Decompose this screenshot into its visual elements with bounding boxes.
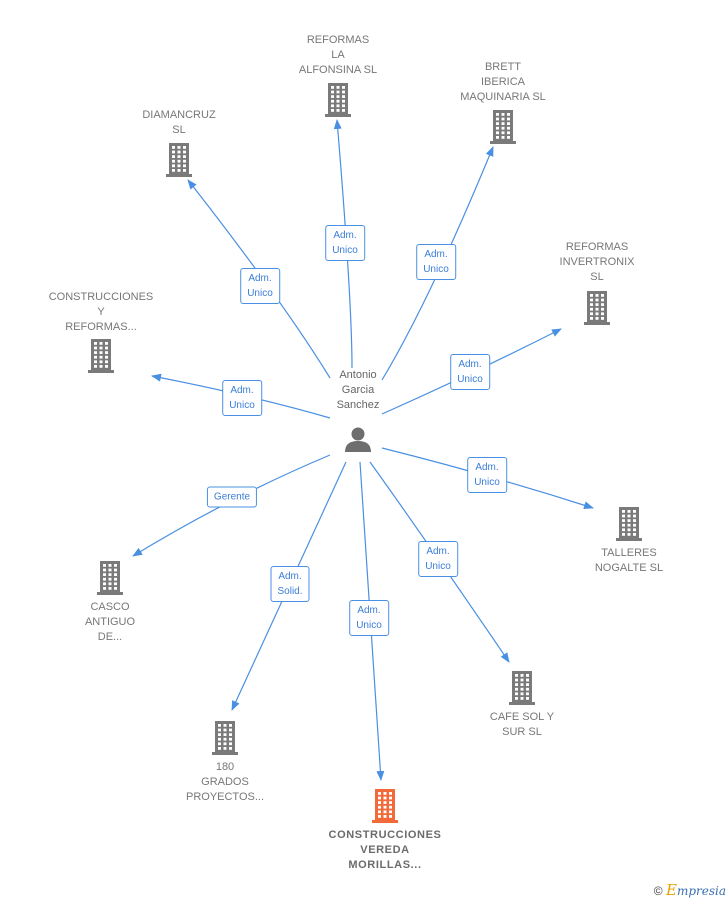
- person-name-label: Antonio Garcia Sanchez: [336, 369, 380, 411]
- company-label-cafe-sol-y-sur[interactable]: CAFE SOL Y SUR SL: [489, 711, 555, 738]
- company-label-180-grados[interactable]: 180 GRADOS PROYECTOS...: [185, 761, 265, 803]
- company-label-construcciones-vereda[interactable]: CONSTRUCCIONES VEREDA MORILLAS...: [328, 829, 442, 871]
- person-icon[interactable]: [345, 427, 371, 453]
- edge-brett-iberica: [381, 146, 494, 381]
- building-icon-construcciones-y-reformas[interactable]: [88, 339, 114, 373]
- building-icon-casco-antiguo[interactable]: [97, 561, 123, 595]
- role-badge-reformas-invertronix[interactable]: Adm. Unico: [450, 354, 490, 390]
- company-label-construcciones-y-reformas[interactable]: CONSTRUCCIONES Y REFORMAS...: [48, 291, 154, 333]
- edge-reformas-la-alfonsina: [333, 119, 353, 369]
- role-badge-construcciones-y-reformas[interactable]: Adm. Unico: [222, 380, 262, 416]
- role-badge-cafe-sol-y-sur[interactable]: Adm. Unico: [418, 541, 458, 577]
- role-badge-180-grados[interactable]: Adm. Solid.: [270, 566, 310, 602]
- footer-brand: © Empresia: [654, 881, 726, 899]
- company-label-talleres-nogalte[interactable]: TALLERES NOGALTE SL: [594, 547, 664, 574]
- building-icon-reformas-la-alfonsina[interactable]: [325, 83, 351, 117]
- role-badge-brett-iberica[interactable]: Adm. Unico: [416, 244, 456, 280]
- building-icon-talleres-nogalte[interactable]: [616, 507, 642, 541]
- company-label-casco-antiguo[interactable]: CASCO ANTIGUO DE...: [84, 601, 136, 643]
- role-badge-diamancruz[interactable]: Adm. Unico: [240, 268, 280, 304]
- role-badge-reformas-la-alfonsina[interactable]: Adm. Unico: [325, 225, 365, 261]
- building-icon-180-grados[interactable]: [212, 721, 238, 755]
- brand-logo-text: mpresia: [676, 884, 726, 898]
- company-label-brett-iberica[interactable]: BRETT IBERICA MAQUINARIA SL: [460, 61, 546, 103]
- building-icon-brett-iberica[interactable]: [490, 110, 516, 144]
- company-label-diamancruz[interactable]: DIAMANCRUZ SL: [142, 109, 216, 136]
- role-badge-talleres-nogalte[interactable]: Adm. Unico: [467, 457, 507, 493]
- brand-logo-e: E: [665, 881, 677, 899]
- role-badge-casco-antiguo[interactable]: Gerente: [206, 486, 258, 508]
- building-icon-reformas-invertronix[interactable]: [584, 291, 610, 325]
- role-badge-construcciones-vereda[interactable]: Adm. Unico: [349, 600, 389, 636]
- copyright-icon: ©: [653, 884, 663, 898]
- building-icon-construcciones-vereda[interactable]: [372, 789, 398, 823]
- company-label-reformas-la-alfonsina[interactable]: REFORMAS LA ALFONSINA SL: [298, 34, 378, 76]
- company-label-reformas-invertronix[interactable]: REFORMAS INVERTRONIX SL: [559, 241, 635, 283]
- building-icon-diamancruz[interactable]: [166, 143, 192, 177]
- building-icon-cafe-sol-y-sur[interactable]: [509, 671, 535, 705]
